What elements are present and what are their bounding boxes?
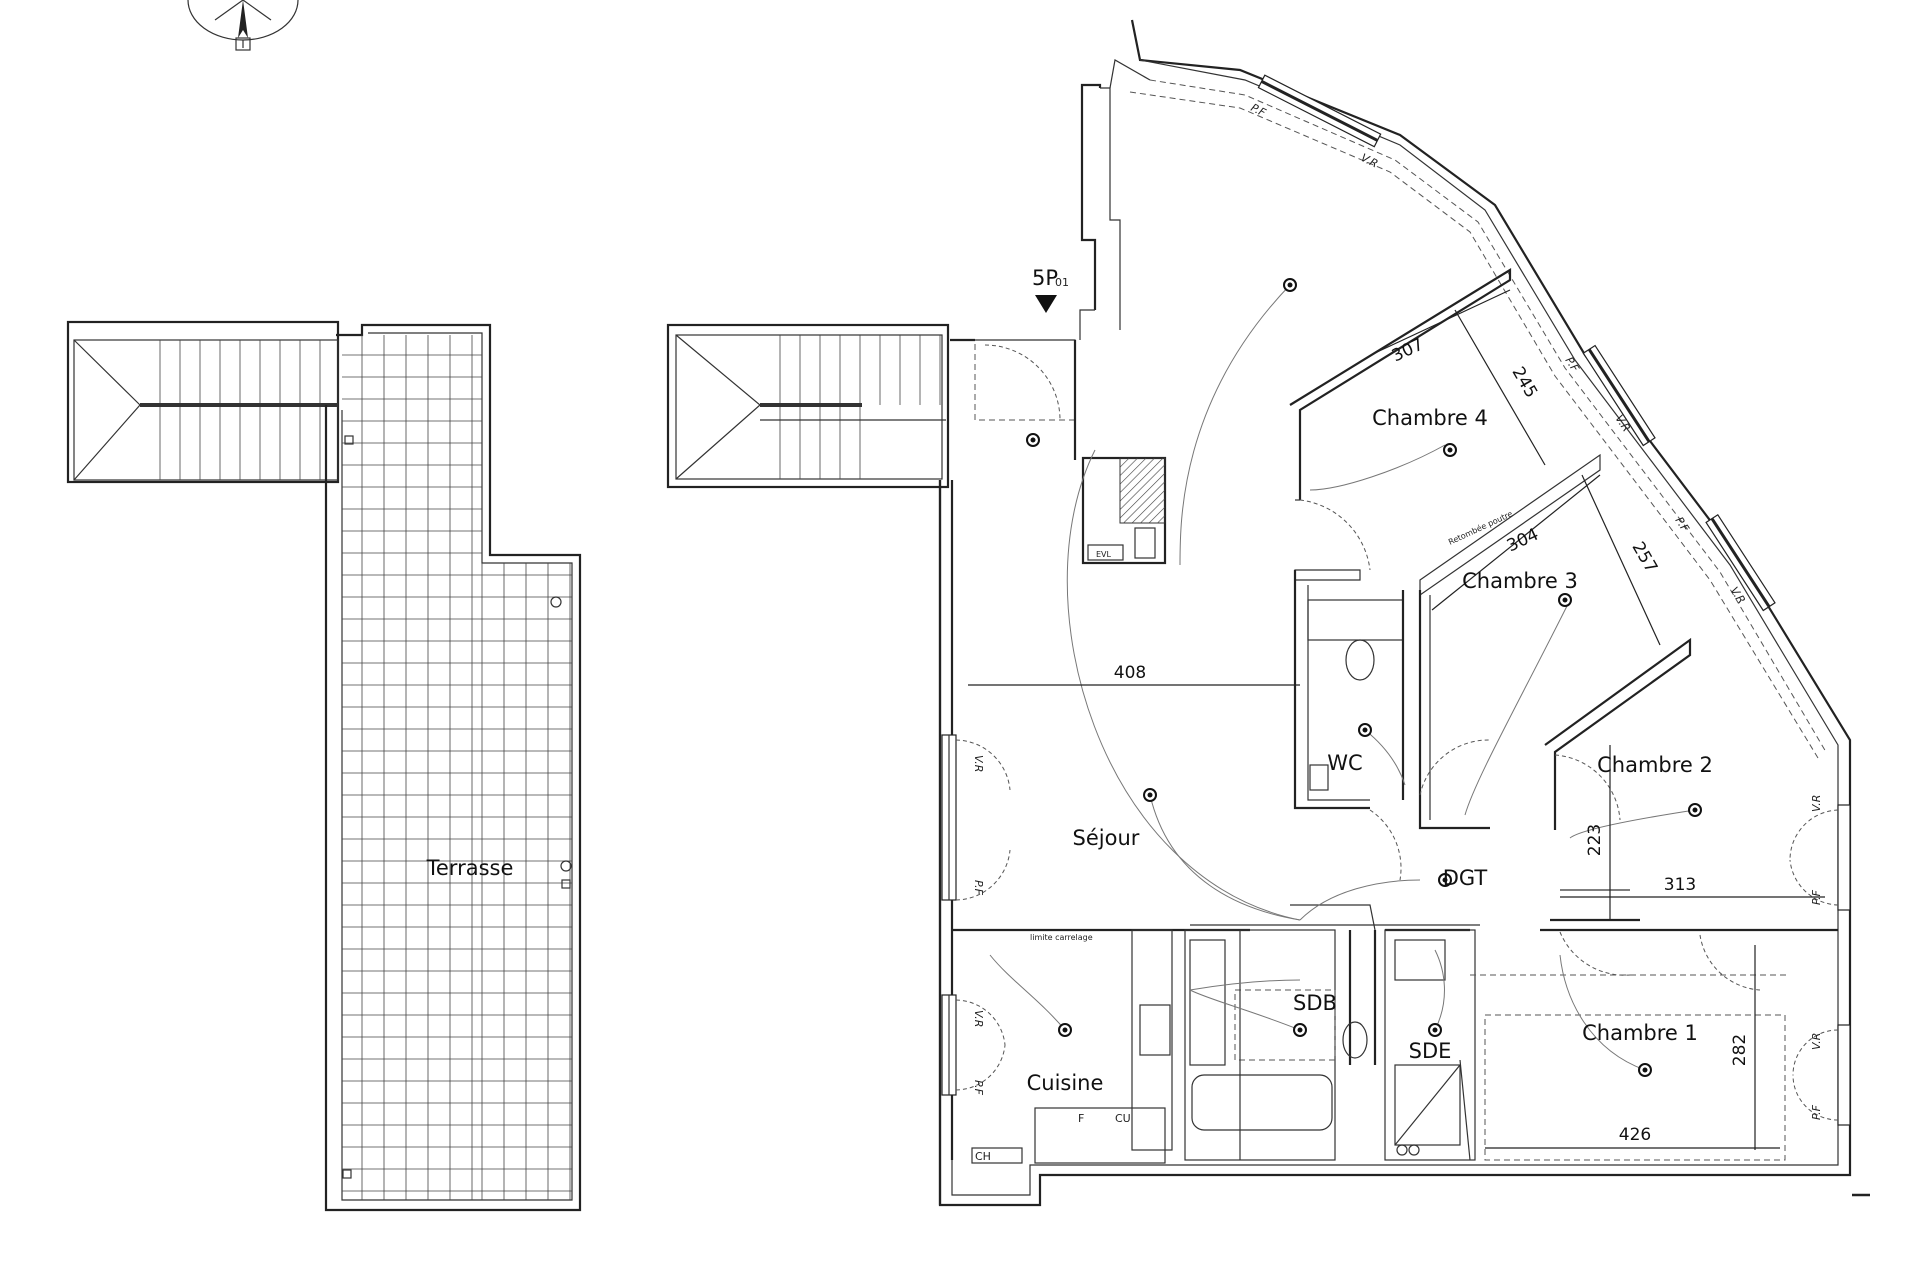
entrance-arrow-icon bbox=[1035, 295, 1057, 313]
entrance-label: 5P bbox=[1032, 266, 1058, 290]
dim-245: 245 bbox=[1508, 363, 1542, 401]
pf-label-6: P.F bbox=[1562, 355, 1581, 375]
dim-313: 313 bbox=[1664, 875, 1696, 895]
stair-left bbox=[66, 320, 340, 484]
room-dgt: DGT bbox=[1443, 866, 1488, 890]
f-label: F bbox=[1078, 1112, 1084, 1125]
pf-label-4: P.F bbox=[1810, 1104, 1823, 1120]
cu-label: CU bbox=[1115, 1112, 1131, 1125]
dim-line-307 bbox=[1374, 289, 1511, 354]
upper-level-plan: Terrasse bbox=[66, 320, 582, 1212]
vr-label-5: V.R bbox=[1359, 151, 1380, 170]
room-sejour: Séjour bbox=[1073, 826, 1140, 850]
ch-label: CH bbox=[975, 1150, 991, 1163]
entrance-sublabel: 01 bbox=[1055, 276, 1069, 289]
retombee-poutre: Retombée poutre bbox=[1447, 508, 1514, 547]
dim-line-245 bbox=[1454, 309, 1546, 466]
vr-label-7: V.R bbox=[1727, 585, 1747, 607]
limite-carrelage: limite carrelage bbox=[1030, 933, 1093, 942]
room-sdb: SDB bbox=[1293, 991, 1337, 1015]
main-level-plan: V.R P.F V.R P.F CH F CU limite carrelage bbox=[666, 19, 1870, 1207]
vr-label-1: V.R bbox=[972, 755, 985, 772]
vr-label-3: V.R bbox=[1810, 795, 1823, 812]
compass-icon bbox=[187, 0, 299, 51]
dim-282: 282 bbox=[1730, 1034, 1750, 1066]
room-wc: WC bbox=[1327, 751, 1362, 775]
dim-257: 257 bbox=[1628, 538, 1662, 576]
pf-label-5: P.F bbox=[1249, 101, 1269, 120]
dim-408: 408 bbox=[1114, 663, 1146, 683]
pf-label-1: P.F bbox=[972, 880, 985, 896]
dim-223: 223 bbox=[1585, 824, 1605, 856]
stair-right bbox=[666, 323, 950, 489]
pf-label-7: P.F bbox=[1672, 515, 1691, 535]
terrace-tiles bbox=[342, 335, 572, 1200]
ceiling-lights bbox=[1026, 278, 1702, 1077]
dim-426: 426 bbox=[1619, 1125, 1651, 1145]
dim-line-257 bbox=[1581, 474, 1661, 646]
room-cuisine: Cuisine bbox=[1027, 1071, 1104, 1095]
room-chambre2: Chambre 2 bbox=[1597, 753, 1713, 777]
dim-307: 307 bbox=[1389, 335, 1427, 367]
vr-label-2: V.R bbox=[972, 1010, 985, 1027]
room-sde: SDE bbox=[1409, 1039, 1452, 1063]
room-chambre1: Chambre 1 bbox=[1582, 1021, 1698, 1045]
room-chambre3: Chambre 3 bbox=[1462, 569, 1578, 593]
room-terrasse: Terrasse bbox=[426, 856, 514, 880]
vr-label-4: V.R bbox=[1810, 1033, 1823, 1050]
room-chambre4: Chambre 4 bbox=[1372, 406, 1488, 430]
pf-label-2: P.F bbox=[972, 1080, 985, 1096]
evl-label: EVL bbox=[1096, 550, 1112, 559]
dim-304: 304 bbox=[1504, 525, 1542, 557]
dim-line-304 bbox=[1431, 474, 1601, 611]
